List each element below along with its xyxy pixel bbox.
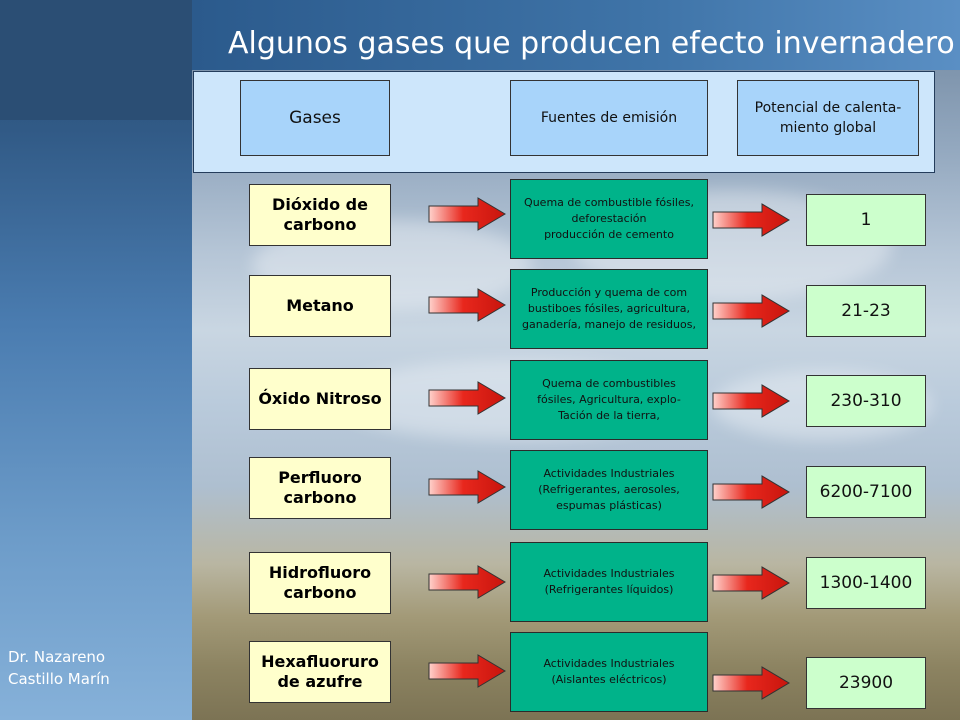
header-gases: Gases	[240, 80, 390, 156]
header-potential: Potencial de calenta- miento global	[737, 80, 919, 156]
emission-source-box: Quema de combustible fósiles, deforestac…	[510, 179, 708, 259]
gas-name-box: Hexafluoruro de azufre	[249, 641, 391, 703]
emission-source-box: Actividades Industriales (Refrigerantes,…	[510, 450, 708, 530]
warming-potential-box: 23900	[806, 657, 926, 709]
warming-potential-box: 1300-1400	[806, 557, 926, 609]
right-arrow-icon	[712, 475, 790, 509]
right-arrow-icon	[712, 384, 790, 418]
right-arrow-icon	[428, 654, 506, 688]
gas-name-box: Óxido Nitroso	[249, 368, 391, 430]
warming-potential-box: 230-310	[806, 375, 926, 427]
right-arrow-icon	[428, 288, 506, 322]
warming-potential-box: 21-23	[806, 285, 926, 337]
right-arrow-icon	[428, 381, 506, 415]
right-arrow-icon	[712, 294, 790, 328]
emission-source-box: Quema de combustibles fósiles, Agricultu…	[510, 360, 708, 440]
gas-name-box: Metano	[249, 275, 391, 337]
right-arrow-icon	[712, 666, 790, 700]
gas-name-box: Dióxido de carbono	[249, 184, 391, 246]
sidebar-top-band	[0, 0, 192, 120]
right-arrow-icon	[712, 566, 790, 600]
right-arrow-icon	[712, 203, 790, 237]
slide-title: Algunos gases que producen efecto invern…	[228, 26, 955, 61]
warming-potential-box: 1	[806, 194, 926, 246]
author-name: Dr. Nazareno Castillo Marín	[8, 648, 110, 688]
emission-source-box: Actividades Industriales (Refrigerantes …	[510, 542, 708, 622]
emission-source-box: Actividades Industriales (Aislantes eléc…	[510, 632, 708, 712]
header-sources: Fuentes de emisión	[510, 80, 708, 156]
emission-source-box: Producción y quema de com bustiboes fósi…	[510, 269, 708, 349]
title-bar	[192, 0, 960, 70]
gas-name-box: Perfluoro carbono	[249, 457, 391, 519]
warming-potential-box: 6200-7100	[806, 466, 926, 518]
gas-name-box: Hidrofluoro carbono	[249, 552, 391, 614]
left-sidebar	[0, 0, 192, 720]
right-arrow-icon	[428, 197, 506, 231]
right-arrow-icon	[428, 565, 506, 599]
right-arrow-icon	[428, 470, 506, 504]
